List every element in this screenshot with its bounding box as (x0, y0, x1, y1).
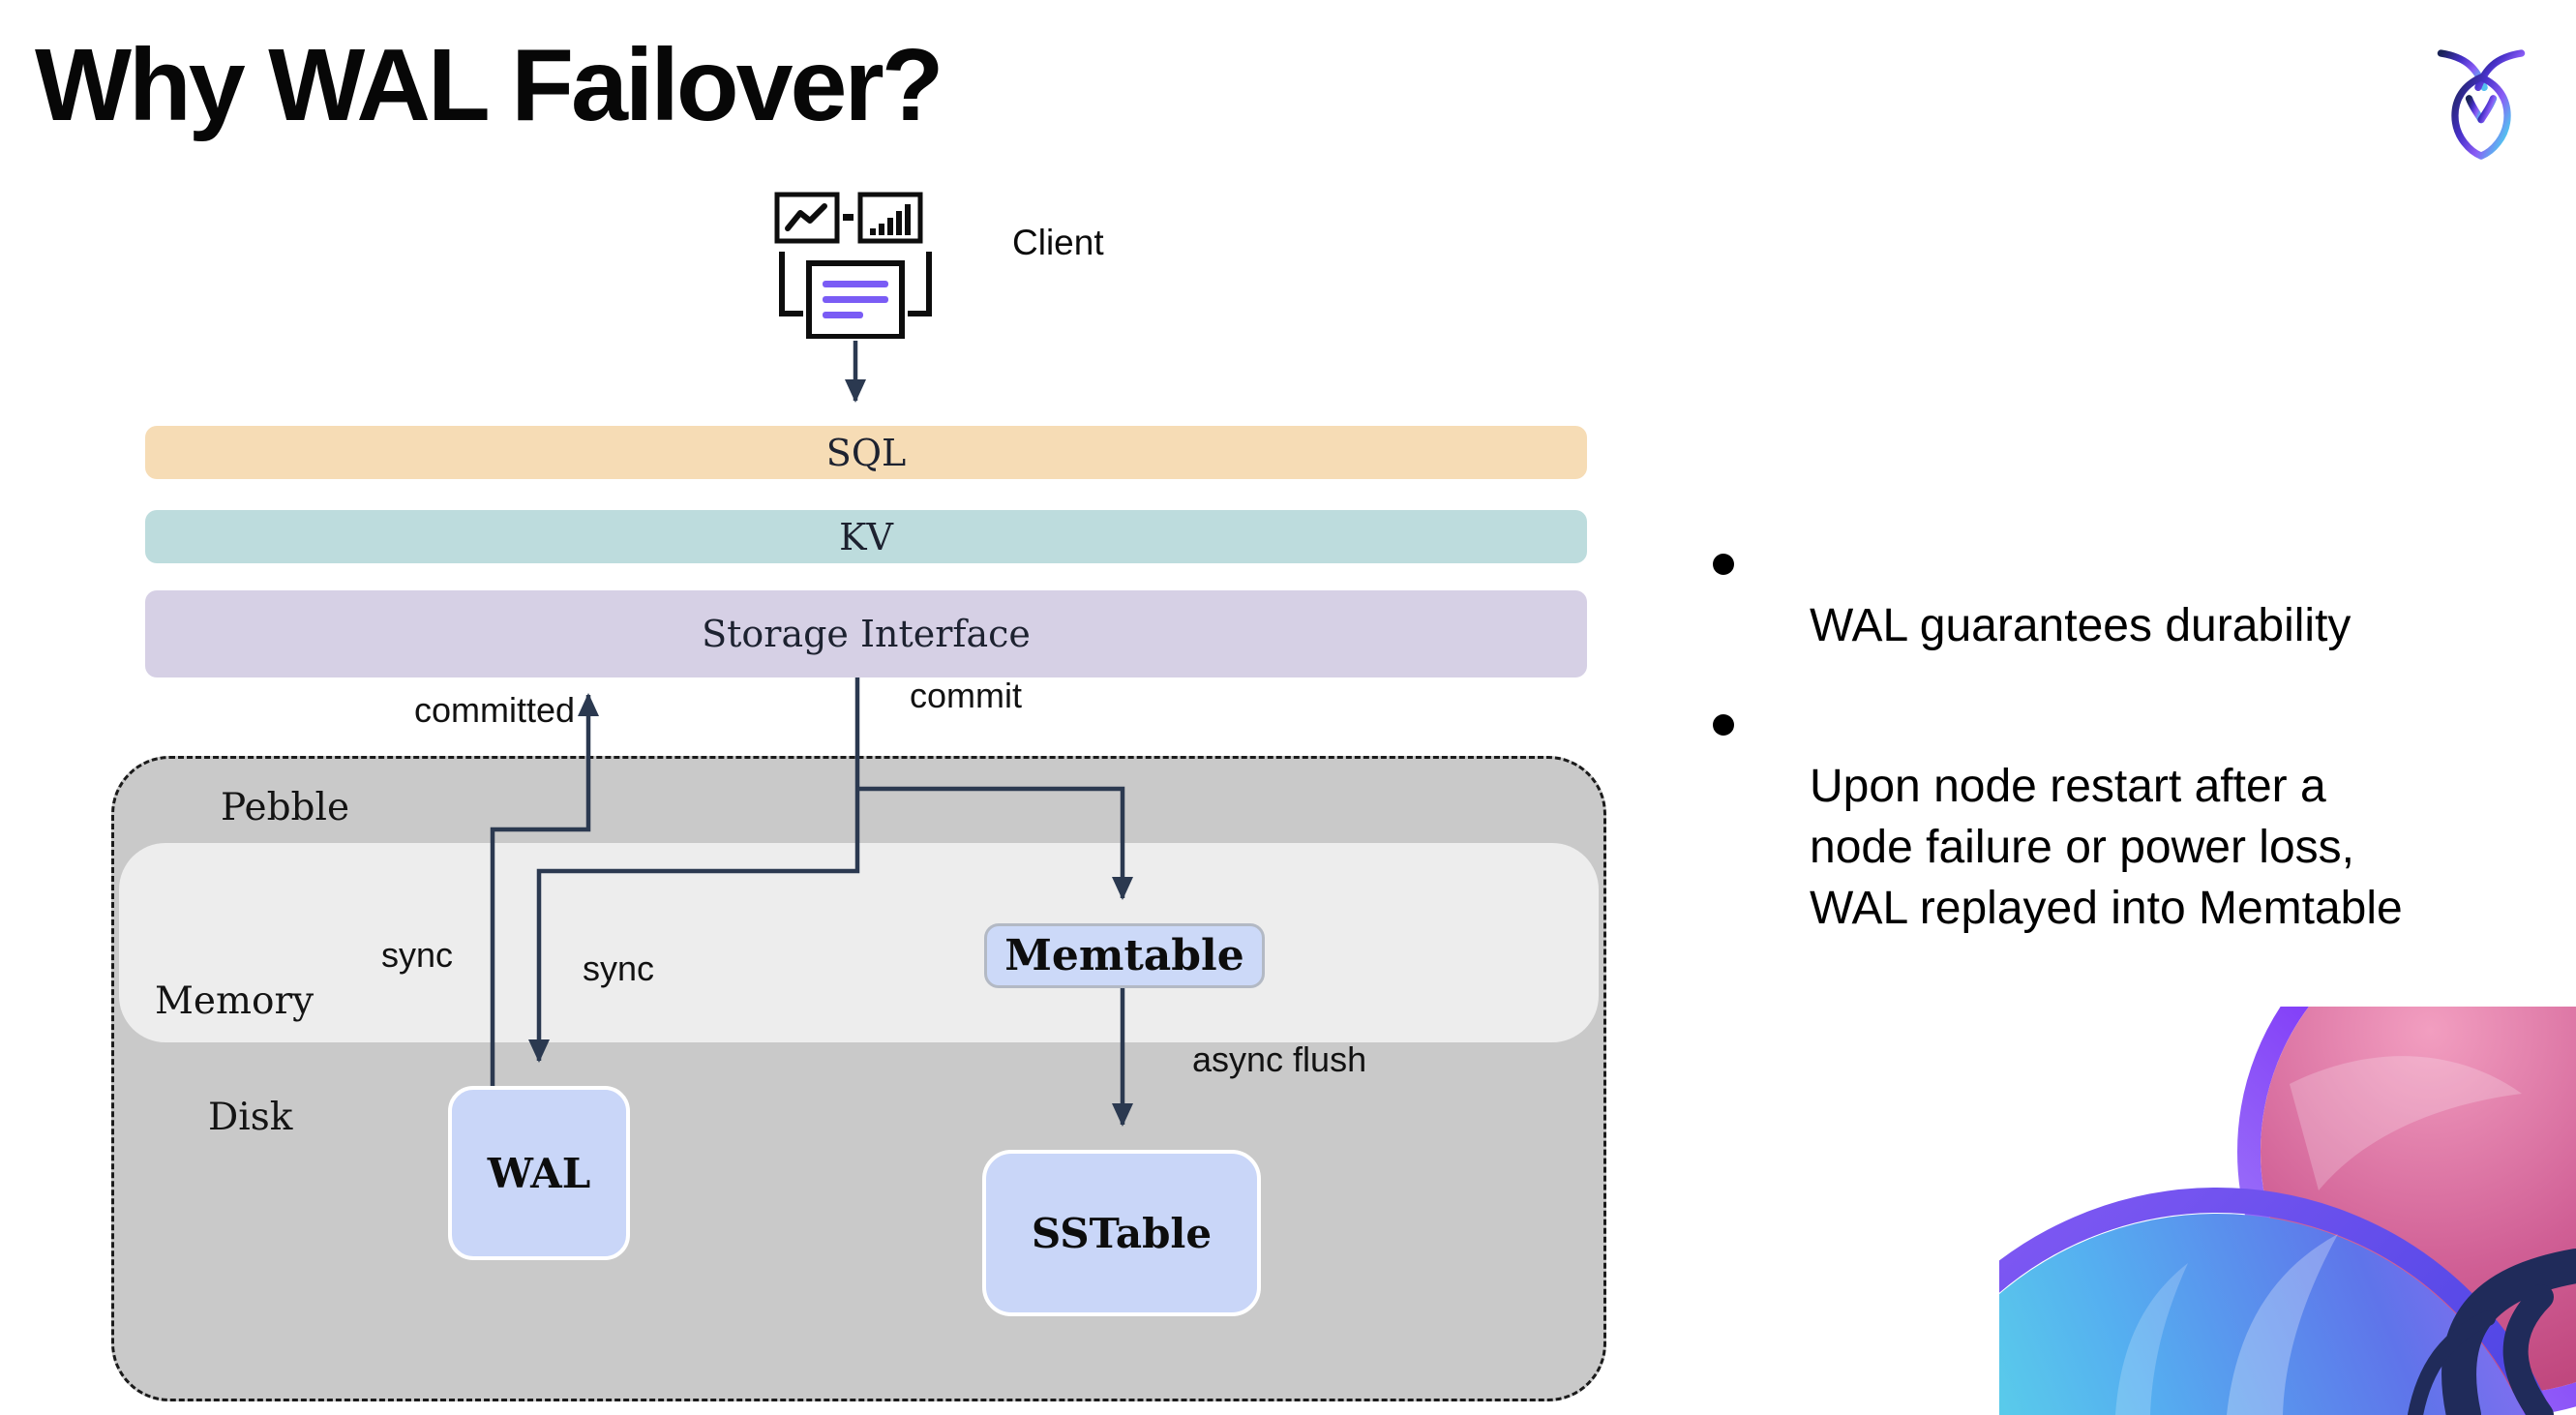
sql-layer-bar: SQL (145, 426, 1587, 479)
async-flush-label: async flush (1192, 1039, 1367, 1079)
memory-label: Memory (155, 979, 315, 1023)
bullet-dot-icon (1713, 714, 1734, 736)
bullet-item: Upon node restart after a node failure o… (1686, 695, 2557, 939)
document-icon (779, 252, 932, 339)
sstable-box-label: SSTable (1031, 1209, 1213, 1257)
storage-interface-label: Storage Interface (702, 613, 1031, 655)
bullet-dot-icon (1713, 554, 1734, 575)
chart-monitor-icon (774, 192, 840, 244)
brand-artwork (1999, 1007, 2576, 1415)
storage-interface-bar: Storage Interface (145, 590, 1587, 677)
memtable-box-label: Memtable (1004, 931, 1244, 980)
bullet-text: Upon node restart after a node failure o… (1810, 761, 2403, 934)
commit-arrow-label: commit (910, 676, 1022, 715)
sstable-box: SSTable (982, 1150, 1261, 1316)
kv-layer-label: KV (839, 515, 893, 558)
committed-arrow-label: committed (413, 690, 575, 730)
sync-wal-label: sync (381, 935, 454, 975)
client-label: Client (1012, 223, 1104, 262)
wal-box-label: WAL (487, 1149, 591, 1197)
bar-chart-monitor-icon (857, 192, 923, 244)
bullet-item: WAL guarantees durability (1686, 534, 2557, 656)
art-blue-sphere (1999, 1214, 2525, 1415)
pebble-label: Pebble (221, 786, 350, 829)
memory-band (119, 843, 1599, 1042)
kv-layer-bar: KV (145, 510, 1587, 563)
art-blue-rim (1999, 1188, 2553, 1415)
dash-connector-icon (843, 214, 854, 221)
client-devices-icon (774, 192, 937, 339)
wal-box: WAL (448, 1086, 630, 1260)
cockroachdb-logo-icon (2431, 43, 2531, 165)
disk-label: Disk (208, 1096, 293, 1139)
sql-layer-label: SQL (825, 431, 907, 474)
sync-commit-label: sync (583, 948, 655, 988)
bullet-text: WAL guarantees durability (1810, 600, 2351, 651)
page-title: Why WAL Failover? (35, 28, 944, 142)
bullet-list: WAL guarantees durability Upon node rest… (1686, 534, 2557, 978)
memtable-box: Memtable (984, 923, 1265, 988)
